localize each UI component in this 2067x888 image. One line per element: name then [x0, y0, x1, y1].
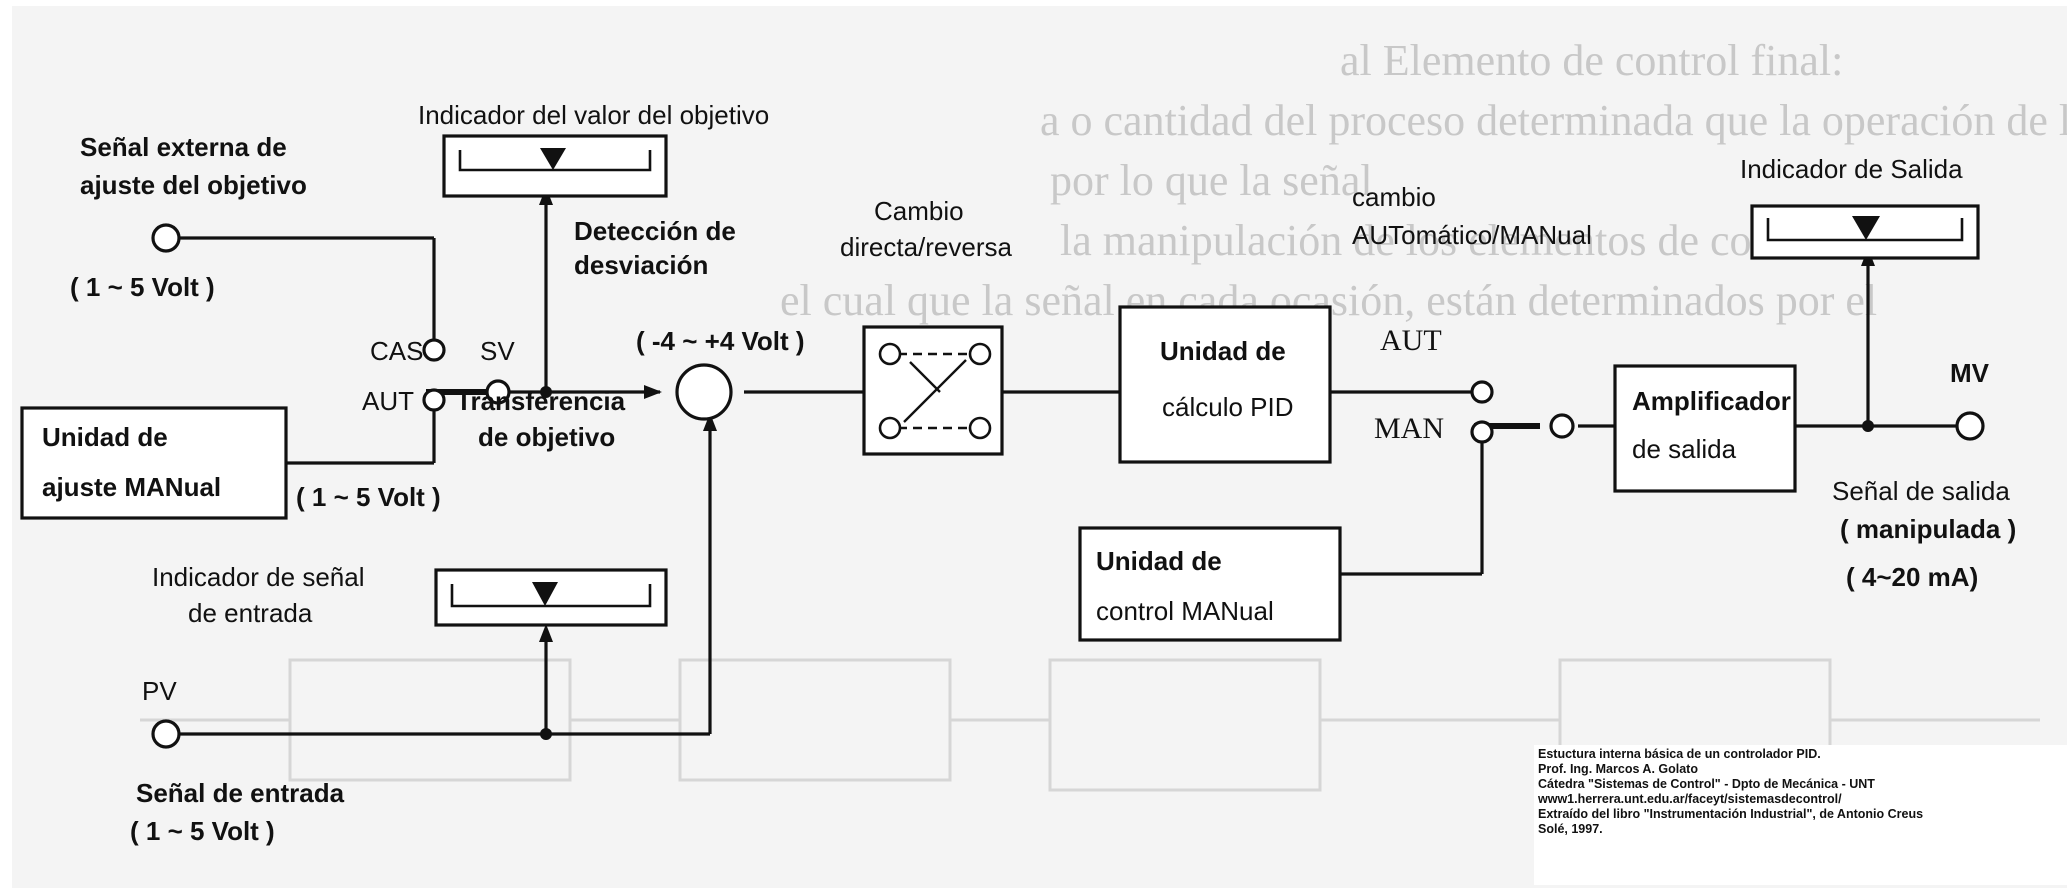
- bg-text-line-4: la manipulación de los elementos de cont…: [1060, 216, 1835, 265]
- pv-terminal: [151, 719, 181, 749]
- setpoint-pointer-icon: [540, 148, 566, 170]
- auto-manual-label-1: cambio: [1352, 182, 1436, 212]
- manual-setpoint-unit-label-1: Unidad de: [42, 422, 168, 452]
- output-amplifier-label-1: Amplificador: [1632, 386, 1791, 416]
- sv-label: SV: [480, 336, 515, 366]
- transfer-label-2: de objetivo: [478, 422, 615, 452]
- credit-line-3: Cátedra "Sistemas de Control" - Dpto de …: [1538, 777, 1875, 791]
- direct-reverse-switch-icon: [878, 342, 992, 440]
- indicator-pointers: [532, 148, 1880, 606]
- manual-control-unit-label-2: control MANual: [1096, 596, 1274, 626]
- output-signal-range: ( 4~20 mA): [1846, 562, 1978, 592]
- deviation-label-2: desviación: [574, 250, 708, 280]
- manual-control-unit-label-1: Unidad de: [1096, 546, 1222, 576]
- auto-manual-label-2: AUTomático/MANual: [1352, 220, 1592, 250]
- aut-left-label: AUT: [362, 386, 414, 416]
- direct-reverse-label-1: Cambio: [874, 196, 964, 226]
- bg-text-line-1: al Elemento de control final:: [1340, 36, 1843, 85]
- input-signal-range: ( 1 ~ 5 Volt ): [130, 816, 275, 846]
- blocks: [20, 134, 1980, 642]
- summing-junction: [675, 363, 733, 421]
- aut-contact-right: [1470, 380, 1494, 404]
- manual-setpoint-unit-label-2: ajuste MANual: [42, 472, 221, 502]
- transfer-label-1: Transferencia: [456, 386, 626, 416]
- credit-line-1: Estuctura interna básica de un controlad…: [1538, 747, 1821, 761]
- external-setpoint-label-2: ajuste del objetivo: [80, 170, 307, 200]
- indicator-scales: [450, 150, 1964, 608]
- output-pointer-icon: [1852, 216, 1880, 240]
- output-signal-label-2: ( manipulada ): [1840, 514, 2016, 544]
- external-setpoint-range: ( 1 ~ 5 Volt ): [70, 272, 215, 302]
- output-amplifier-box: [1613, 364, 1797, 493]
- bg-text-line-2: a o cantidad del proceso determinada que…: [1040, 96, 2067, 145]
- credit-line-2: Prof. Ing. Marcos A. Golato: [1538, 762, 1698, 776]
- pid-unit-box: [1118, 305, 1332, 464]
- output-amplifier-label-2: de salida: [1632, 434, 1737, 464]
- background-bleed-text: al Elemento de control final: a o cantid…: [780, 36, 2067, 325]
- man-right-label: MAN: [1374, 412, 1444, 445]
- input-pointer-icon: [532, 582, 558, 606]
- direct-reverse-label-2: directa/reversa: [840, 232, 1012, 262]
- mv-label: MV: [1950, 358, 1990, 388]
- cas-contact: [422, 338, 446, 362]
- aut-right-label: AUT: [1380, 324, 1442, 357]
- input-indicator-box: [434, 568, 668, 627]
- output-signal-label-1: Señal de salida: [1832, 476, 2010, 506]
- man-contact-right: [1470, 420, 1494, 444]
- sv-pivot: [485, 379, 511, 405]
- manual-control-unit-box: [1078, 526, 1342, 642]
- pid-unit-label-2: cálculo PID: [1162, 392, 1294, 422]
- manual-setpoint-range: ( 1 ~ 5 Volt ): [296, 482, 441, 512]
- input-indicator-label-2: de entrada: [188, 598, 313, 628]
- manual-setpoint-unit-box: [20, 406, 288, 520]
- source-credit: Estuctura interna básica de un controlad…: [1534, 745, 2067, 885]
- auto-manual-pivot: [1549, 413, 1575, 439]
- terminals: [151, 223, 1985, 749]
- deviation-range: ( -4 ~ +4 Volt ): [636, 326, 805, 356]
- input-indicator-label-1: Indicador de señal: [152, 562, 364, 592]
- junction-dots: [540, 386, 1874, 740]
- pv-label: PV: [142, 676, 177, 706]
- credit-line-4: www1.herrera.unt.edu.ar/faceyt/sistemasd…: [1538, 792, 1842, 806]
- output-indicator-label: Indicador de Salida: [1740, 154, 1963, 184]
- aut-contact-left: [422, 388, 446, 412]
- bg-text-line-3: por lo que la señal: [1050, 156, 1373, 205]
- pid-unit-label-1: Unidad de: [1160, 336, 1286, 366]
- deviation-label-1: Detección de: [574, 216, 736, 246]
- credit-line-6: Solé, 1997.: [1538, 822, 1603, 836]
- setpoint-indicator-label: Indicador del valor del objetivo: [418, 100, 769, 130]
- credit-line-5: Extraído del libro "Instrumentación Indu…: [1538, 807, 1924, 821]
- external-setpoint-terminal: [151, 223, 181, 253]
- cas-label: CAS: [370, 336, 423, 366]
- external-setpoint-label-1: Señal externa de: [80, 132, 287, 162]
- mv-terminal: [1955, 411, 1985, 441]
- input-signal-label: Señal de entrada: [136, 778, 345, 808]
